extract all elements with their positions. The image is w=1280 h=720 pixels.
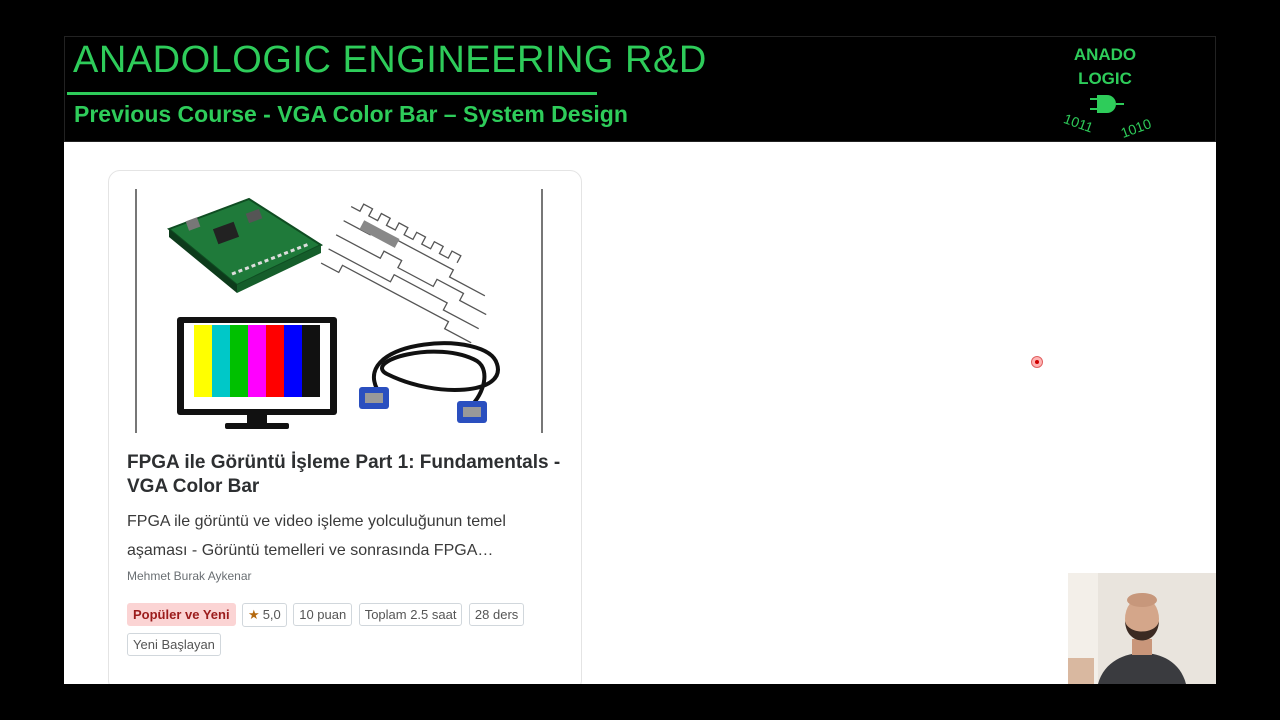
and-gate-icon: 1011 1010 [1062, 95, 1154, 139]
color-bar-monitor-icon [177, 317, 337, 429]
rating-badge: ★5,0 [242, 603, 287, 627]
course-card[interactable]: FPGA ile Görüntü İşleme Part 1: Fundamen… [108, 170, 582, 684]
course-badges: Popüler ve Yeni ★5,0 10 puan Toplam 2.5 … [127, 603, 567, 662]
lessons-badge: 28 ders [468, 603, 525, 626]
anadologic-logo: ANADO LOGIC 1011 1010 [1050, 41, 1160, 139]
logo-line-2: LOGIC [1078, 69, 1132, 88]
course-thumbnail[interactable] [135, 189, 543, 433]
course-author: Mehmet Burak Aykenar [127, 569, 252, 583]
page-subtitle: Previous Course - VGA Color Bar – System… [74, 101, 628, 127]
course-description: FPGA ile görüntü ve video işleme yolculu… [127, 513, 506, 559]
course-thumbnail-art [167, 197, 500, 429]
slide-content: FPGA ile Görüntü İşleme Part 1: Fundamen… [64, 142, 1216, 684]
total-hours-badge: Toplam 2.5 saat [358, 603, 463, 626]
title-underline [67, 92, 597, 95]
star-icon: ★ [248, 607, 260, 622]
color-bars [194, 325, 320, 397]
logo-bits-right: 1010 [1119, 115, 1154, 139]
fpga-board-icon [167, 197, 324, 293]
logo-line-1: ANADO [1073, 45, 1137, 64]
logo-bits-left: 1011 [1062, 110, 1096, 135]
page-title: ANADOLOGIC ENGINEERING R&D [73, 39, 707, 81]
presenter-webcam [1068, 573, 1216, 684]
presentation-slide: ANADOLOGIC ENGINEERING R&D Previous Cour… [64, 36, 1216, 684]
level-badge: Yeni Başlayan [127, 633, 221, 656]
popular-badge: Popüler ve Yeni [127, 603, 236, 626]
vga-cable-icon [359, 341, 500, 423]
course-title[interactable]: FPGA ile Görüntü İşleme Part 1: Fundamen… [127, 452, 561, 497]
rating-value: 5,0 [262, 607, 281, 622]
timing-diagram-icon [320, 203, 487, 344]
laser-pointer-icon [1031, 356, 1043, 368]
points-badge: 10 puan [293, 603, 353, 626]
presenter-video-icon [1068, 573, 1216, 684]
slide-header: ANADOLOGIC ENGINEERING R&D Previous Cour… [64, 36, 1216, 142]
